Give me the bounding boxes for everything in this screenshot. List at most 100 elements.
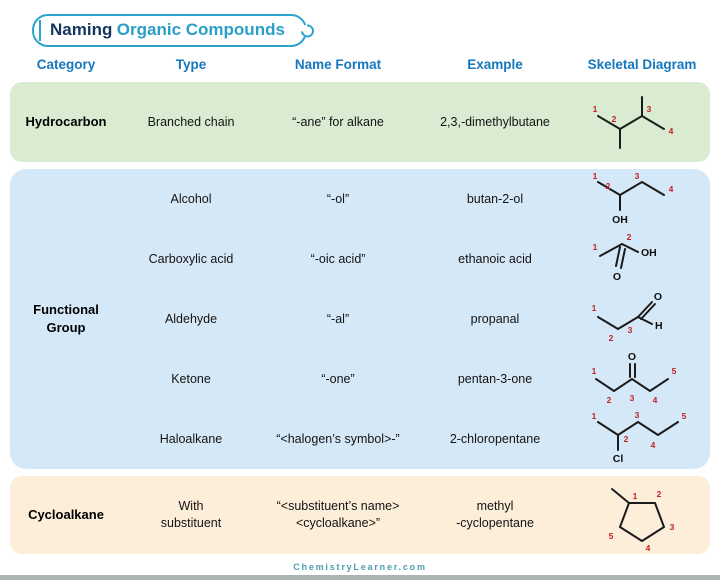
atom-label-h: H — [655, 320, 663, 332]
carbon-number: 5 — [672, 366, 677, 376]
example-cell: 2,3,-dimethylbutane — [440, 114, 550, 129]
format-cell: “-oic acid” — [310, 251, 366, 266]
carbon-number: 2 — [606, 181, 611, 191]
example-cell: methyl -cyclopentane — [456, 499, 534, 530]
carbon-number: 2 — [624, 434, 629, 444]
carbon-number: 2 — [609, 333, 614, 343]
atom-label-o: O — [654, 291, 662, 303]
carbon-number: 3 — [670, 522, 675, 532]
column-header-example: Example — [467, 57, 523, 72]
carbon-number: 5 — [609, 531, 614, 541]
example-cell: ethanoic acid — [458, 251, 532, 266]
skeletal-dimethylbutane: 1 2 3 4 — [593, 96, 674, 149]
atom-label-cl: Cl — [613, 453, 624, 465]
carbon-number: 2 — [627, 232, 632, 242]
format-cell: “-al” — [326, 311, 350, 326]
category-hydrocarbon: Hydrocarbon — [25, 114, 107, 130]
bond — [597, 181, 665, 196]
skeletal-methylcyclopentane: 1 2 3 4 5 — [609, 488, 675, 553]
carbon-number: 4 — [653, 395, 658, 405]
type-cell: With substituent — [160, 499, 222, 530]
title-naming: Naming — [50, 20, 113, 39]
format-cell: “<halogen’s symbol>-” — [276, 431, 400, 446]
carbon-number: 4 — [669, 126, 674, 136]
carbon-number: 2 — [607, 395, 612, 405]
atom-label-oh: OH — [641, 247, 657, 259]
section-hydrocarbon: Hydrocarbon Branched chain “-ane” for al… — [10, 82, 710, 162]
column-header-name-format: Name Format — [294, 57, 382, 72]
diagram-cell: 1 2 3 4 5 — [574, 476, 710, 554]
carbon-number: 2 — [612, 114, 617, 124]
carbon-number: 4 — [646, 543, 651, 553]
bottom-strip — [0, 575, 720, 580]
example-cell: 2-chloropentane — [449, 431, 541, 446]
carbon-number: 1 — [593, 242, 598, 252]
carbon-number: 2 — [657, 489, 662, 499]
bond — [597, 115, 665, 130]
example-cell: butan-2-ol — [466, 191, 524, 206]
carbon-number: 4 — [651, 440, 656, 450]
type-cell: Ketone — [171, 371, 211, 386]
bond — [620, 248, 626, 269]
bond — [597, 316, 639, 330]
diagram-cell: OH 1 2 3 4 — [574, 169, 710, 229]
type-cell: Alcohol — [170, 191, 212, 206]
skeletal-2-chloropentane: Cl 1 2 3 4 5 — [592, 410, 687, 465]
format-cell: “-ol” — [326, 191, 350, 206]
type-cell: Branched chain — [147, 114, 235, 129]
example-cell: propanal — [470, 311, 520, 326]
ring-bond — [619, 502, 665, 542]
atom-label-o: O — [628, 351, 636, 363]
bond — [640, 303, 656, 320]
bond — [597, 421, 679, 436]
bond — [615, 246, 621, 267]
title-organic-compounds: Organic Compounds — [116, 20, 285, 39]
type-cell: Haloalkane — [159, 431, 223, 446]
column-header-type: Type — [175, 57, 207, 72]
category-functional-group: Functional Group — [33, 302, 99, 335]
carbon-number: 5 — [682, 411, 687, 421]
atom-label-o: O — [613, 271, 621, 283]
diagram-cell: O 1 2 3 4 5 — [574, 349, 710, 409]
carbon-number: 1 — [593, 104, 598, 114]
carbon-number: 1 — [592, 366, 597, 376]
diagram-cell: 1 2 3 4 — [574, 82, 710, 162]
title-badge: Naming Organic Compounds — [32, 14, 307, 47]
carbon-number: 1 — [633, 491, 638, 501]
carbon-number: 4 — [669, 184, 674, 194]
example-cell: pentan-3-one — [457, 371, 533, 386]
skeletal-propanal: O H 1 2 3 — [592, 291, 663, 343]
skeletal-butan-2-ol: OH 1 2 3 4 — [593, 171, 674, 226]
table-header: Category Type Name Format Example Skelet… — [10, 57, 710, 72]
column-header-skeletal-diagram: Skeletal Diagram — [587, 57, 697, 72]
bond — [637, 316, 653, 325]
category-cycloalkane: Cycloalkane — [28, 507, 104, 523]
site-watermark: ChemistryLearner.com — [293, 562, 427, 572]
diagram-cell: OH O 1 2 — [574, 229, 710, 289]
section-cycloalkane: Cycloalkane With substituent “<substitue… — [10, 476, 710, 554]
carbon-number: 1 — [592, 303, 597, 313]
format-cell: “<substituent’s name> <cycloalkane>” — [276, 499, 400, 530]
carbon-number: 3 — [628, 325, 633, 335]
type-cell: Carboxylic acid — [148, 251, 234, 266]
atom-label-oh: OH — [612, 214, 628, 226]
carbon-number: 3 — [630, 393, 635, 403]
format-cell: “-ane” for alkane — [292, 114, 384, 129]
diagram-cell: O H 1 2 3 — [574, 289, 710, 349]
carbon-number: 1 — [593, 171, 598, 181]
bond — [595, 378, 669, 392]
carbon-number: 3 — [635, 410, 640, 420]
skeletal-ethanoic-acid: OH O 1 2 — [593, 232, 657, 283]
diagram-cell: Cl 1 2 3 4 5 — [574, 409, 710, 469]
carbon-number: 3 — [647, 104, 652, 114]
bond — [637, 301, 653, 318]
carbon-number: 1 — [592, 411, 597, 421]
bond — [621, 243, 639, 253]
column-header-category: Category — [36, 57, 96, 72]
format-cell: “-one” — [321, 371, 355, 386]
bond — [599, 243, 623, 257]
section-functional-group: Functional Group Alcohol “-ol” butan-2-o… — [10, 169, 710, 469]
bond — [611, 488, 630, 504]
type-cell: Aldehyde — [164, 311, 218, 326]
